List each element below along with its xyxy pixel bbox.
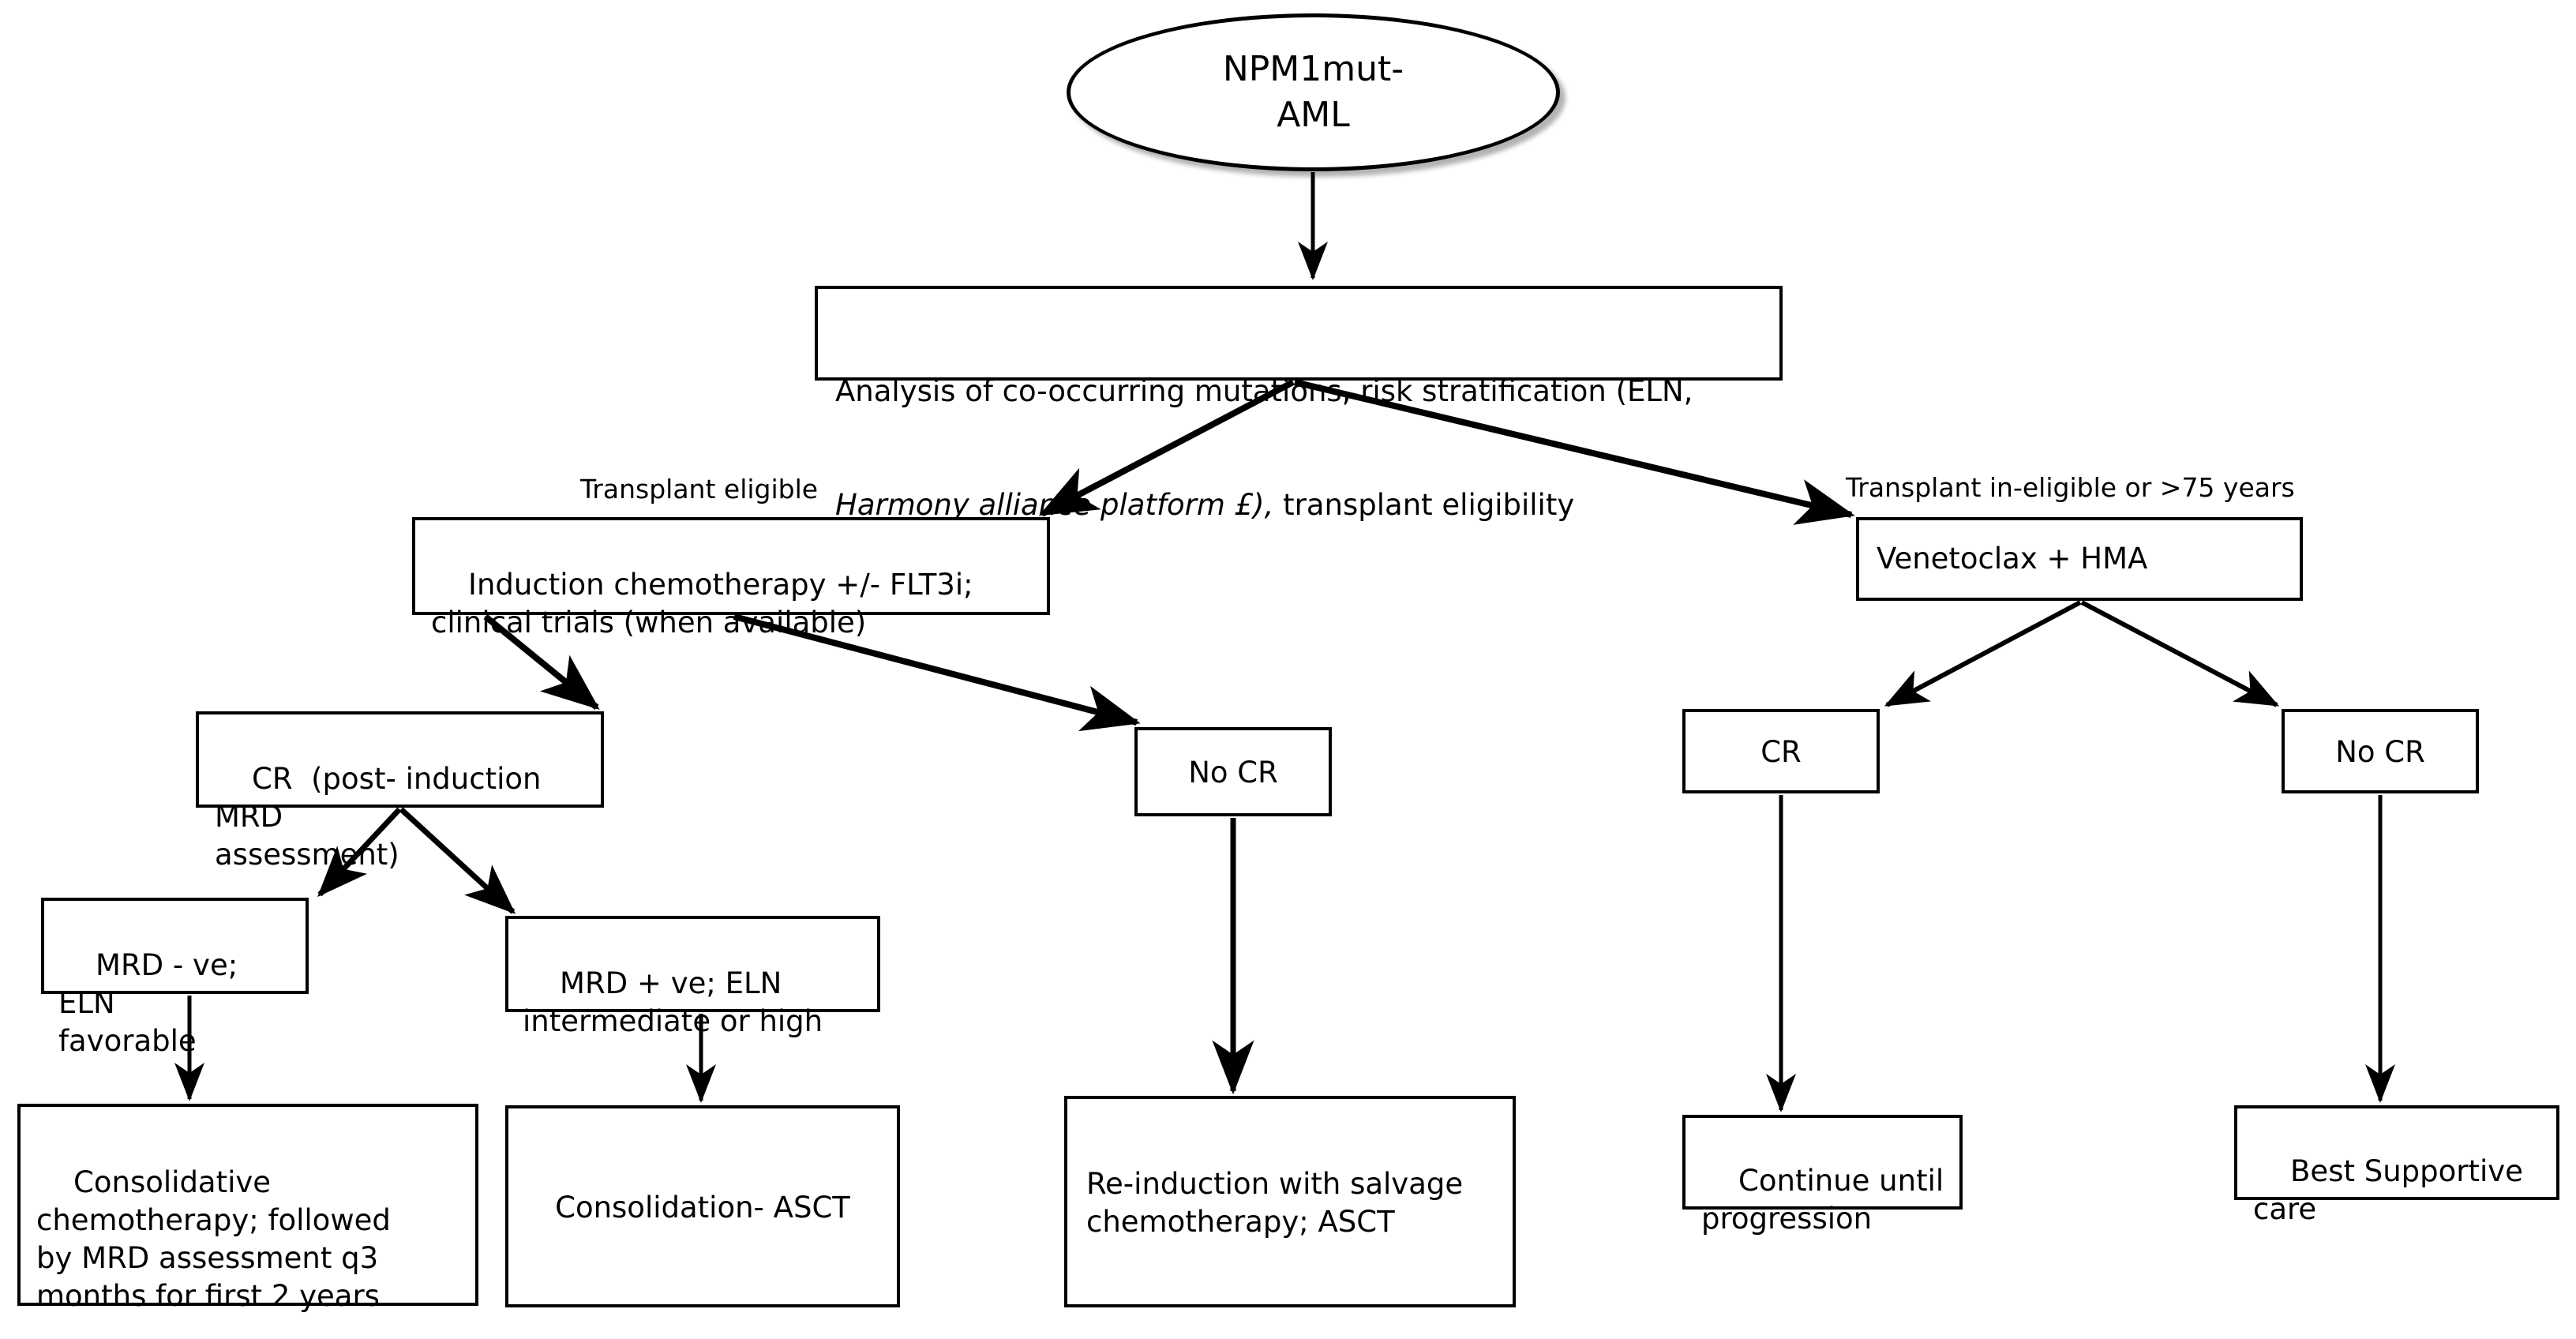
node-venetoclax-hma[interactable]: Venetoclax + HMA xyxy=(1856,517,2303,601)
node-mrd-neg-label: MRD - ve; ELN favorable xyxy=(58,948,238,1059)
node-consolidative-chemo-label: Consolidative chemotherapy; followed by … xyxy=(36,1165,391,1314)
node-induction-chemotherapy[interactable]: Induction chemotherapy +/- FLT3i; clinic… xyxy=(412,517,1050,639)
node-analysis-workup[interactable]: Analysis of co-occurring mutations, risk… xyxy=(815,286,1783,522)
node-continue-until-progression[interactable]: Continue until progression xyxy=(1682,1115,1963,1236)
node-cr-post-induction-mrd[interactable]: CR (post- induction MRD assessment) xyxy=(196,711,604,872)
node-best-supportive-care-label: Best Supportive care xyxy=(2253,1154,2523,1227)
label-transplant-ineligible: Transplant in-eligible or >75 years xyxy=(1846,472,2295,504)
node-mrd-positive-eln-intermediate-high[interactable]: MRD + ve; ELN intermediate or high xyxy=(505,916,880,1038)
node-consolidation-asct-label: Consolidation- ASCT xyxy=(555,1190,850,1225)
node-no-cr-right-label: No CR xyxy=(2335,735,2425,770)
node-mrd-pos-label: MRD + ve; ELN intermediate or high xyxy=(523,966,823,1039)
node-consolidation-asct[interactable]: Consolidation- ASCT xyxy=(505,1105,900,1307)
node-no-cr-left[interactable]: No CR xyxy=(1134,727,1332,816)
node-cr-left-label: CR (post- induction MRD assessment) xyxy=(215,762,542,872)
node-no-cr-left-label: No CR xyxy=(1188,756,1278,790)
node-reinduction-label: Re-induction with salvage chemotherapy; … xyxy=(1086,1166,1464,1239)
label-transplant-eligible: Transplant eligible xyxy=(580,474,818,505)
node-cr-right-label: CR xyxy=(1760,735,1802,770)
edge-venhma-to-cr xyxy=(1884,600,2082,707)
edge-venhma-to-nocr xyxy=(2080,600,2280,707)
node-best-supportive-care[interactable]: Best Supportive care xyxy=(2234,1105,2559,1226)
node-npm1mut-aml[interactable]: NPM1mut- AML xyxy=(1067,13,1560,171)
node-npm1mut-aml-label: NPM1mut- AML xyxy=(1222,48,1404,135)
label-transplant-ineligible-text: Transplant in-eligible or >75 years xyxy=(1846,472,2295,503)
node-continue-progression-label: Continue until progression xyxy=(1701,1164,1944,1236)
workup-line-2-rest: transplant eligibility xyxy=(1273,488,1575,523)
node-cr-right[interactable]: CR xyxy=(1682,709,1880,793)
node-re-induction-salvage[interactable]: Re-induction with salvage chemotherapy; … xyxy=(1064,1096,1516,1307)
node-venetoclax-hma-label: Venetoclax + HMA xyxy=(1877,541,2148,576)
node-consolidative-chemotherapy[interactable]: Consolidative chemotherapy; followed by … xyxy=(17,1104,478,1313)
node-induction-label: Induction chemotherapy +/- FLT3i; clinic… xyxy=(431,568,973,640)
label-transplant-eligible-text: Transplant eligible xyxy=(580,474,819,504)
workup-line-1: Analysis of co-occurring mutations, risk… xyxy=(835,374,1693,409)
edge-cr-to-mrdpos xyxy=(399,807,516,914)
node-mrd-negative-eln-favorable[interactable]: MRD - ve; ELN favorable xyxy=(41,898,309,1058)
node-no-cr-right[interactable]: No CR xyxy=(2282,709,2479,793)
